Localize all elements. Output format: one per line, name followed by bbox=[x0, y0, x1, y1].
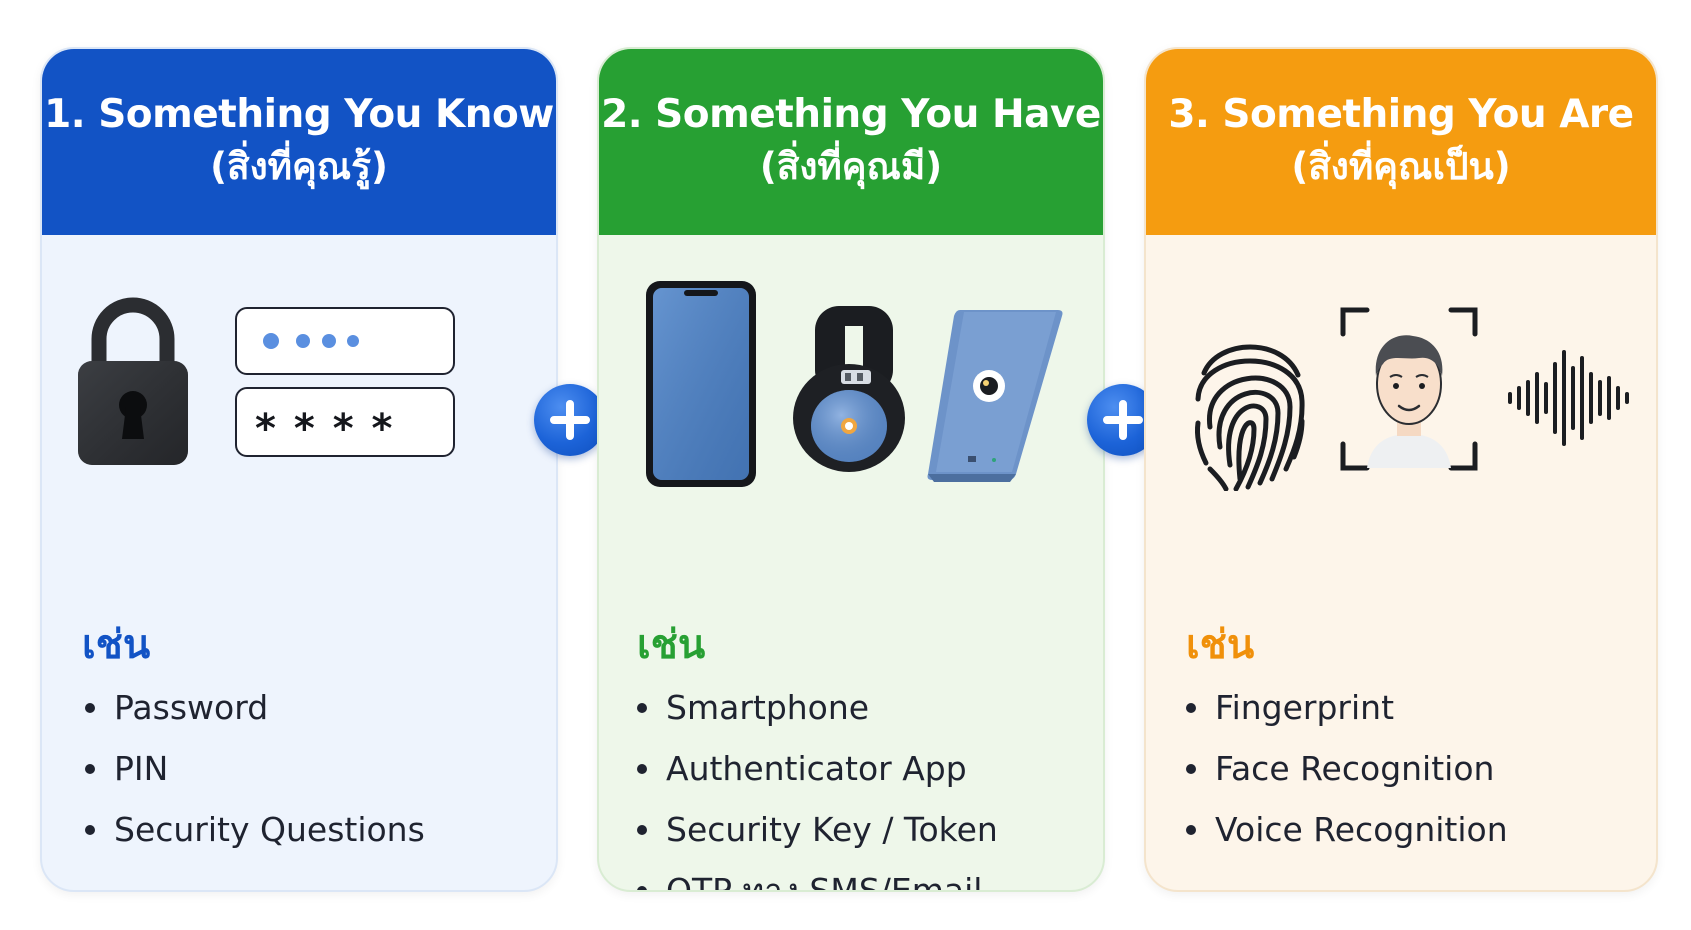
example-text: Authenticator App bbox=[666, 749, 967, 788]
factor-subtitle: (สิ่งที่คุณรู้) bbox=[210, 144, 388, 188]
bullet-icon bbox=[1186, 702, 1196, 713]
list-item: PIN bbox=[85, 738, 425, 799]
icon-area-know: * * * * bbox=[42, 284, 556, 574]
example-list-are: Fingerprint Face Recognition Voice Recog… bbox=[1186, 677, 1508, 860]
list-item: Authenticator App bbox=[637, 738, 998, 799]
example-list-have: Smartphone Authenticator App Security Ke… bbox=[637, 677, 998, 892]
fingerprint-icon bbox=[1195, 344, 1305, 491]
security-key-fob-icon bbox=[793, 306, 905, 472]
icon-area-have bbox=[599, 281, 1103, 574]
example-text: Security Key / Token bbox=[666, 810, 998, 849]
example-text: Smartphone bbox=[666, 688, 870, 727]
bullet-icon bbox=[637, 824, 647, 835]
list-item: Password bbox=[85, 677, 425, 738]
password-dots-icon bbox=[263, 333, 359, 349]
icon-area-are bbox=[1146, 284, 1656, 574]
factor-subtitle: (สิ่งที่คุณเป็น) bbox=[1291, 144, 1511, 188]
bullet-icon bbox=[637, 763, 647, 774]
list-item: Voice Recognition bbox=[1186, 799, 1508, 860]
factor-header-have: 2. Something You Have (สิ่งที่คุณมี) bbox=[599, 49, 1103, 235]
example-text: Password bbox=[114, 688, 269, 727]
smartphone-icon bbox=[646, 281, 756, 487]
padlock-icon bbox=[78, 297, 188, 465]
examples-label: เช่น bbox=[637, 622, 706, 668]
examples-label: เช่น bbox=[1186, 622, 1255, 668]
password-asterisks-field-icon: * * * * bbox=[235, 387, 455, 457]
factor-card-know: 1. Something You Know (สิ่งที่คุณรู้) bbox=[40, 47, 558, 892]
examples-label: เช่น bbox=[82, 622, 151, 668]
password-asterisks-text: * * * * bbox=[255, 406, 395, 452]
example-text: Face Recognition bbox=[1215, 749, 1495, 788]
bullet-icon bbox=[1186, 763, 1196, 774]
list-item: Fingerprint bbox=[1186, 677, 1508, 738]
face-scan-icon bbox=[1340, 307, 1478, 471]
plus-icon bbox=[534, 384, 606, 456]
bullet-icon bbox=[85, 702, 95, 713]
list-item: OTP ทาง SMS/Email bbox=[637, 860, 998, 892]
list-item: Smartphone bbox=[637, 677, 998, 738]
password-dots-field-icon bbox=[235, 307, 455, 375]
example-text: Security Questions bbox=[114, 810, 425, 849]
factor-subtitle: (สิ่งที่คุณมี) bbox=[759, 144, 943, 188]
example-text: PIN bbox=[114, 749, 169, 788]
list-item: Security Key / Token bbox=[637, 799, 998, 860]
example-text: Fingerprint bbox=[1215, 688, 1395, 727]
bullet-icon bbox=[637, 702, 647, 713]
list-item: Face Recognition bbox=[1186, 738, 1508, 799]
example-text: Voice Recognition bbox=[1215, 810, 1508, 849]
factor-card-are: 3. Something You Are (สิ่งที่คุณเป็น) bbox=[1144, 47, 1658, 892]
bullet-icon bbox=[637, 885, 647, 890]
factor-card-have: 2. Something You Have (สิ่งที่คุณมี) bbox=[597, 47, 1105, 892]
factor-title: 1. Something You Know bbox=[44, 91, 554, 137]
bullet-icon bbox=[85, 824, 95, 835]
factor-header-know: 1. Something You Know (สิ่งที่คุณรู้) bbox=[42, 49, 556, 235]
example-text: OTP ทาง SMS/Email bbox=[666, 871, 983, 892]
bullet-icon bbox=[85, 763, 95, 774]
factor-title: 3. Something You Are bbox=[1168, 91, 1634, 137]
factor-title: 2. Something You Have bbox=[601, 91, 1101, 137]
voice-waveform-icon bbox=[1508, 350, 1629, 446]
example-list-know: Password PIN Security Questions bbox=[85, 677, 425, 860]
hardware-token-icon bbox=[927, 310, 1063, 482]
factor-header-are: 3. Something You Are (สิ่งที่คุณเป็น) bbox=[1146, 49, 1656, 235]
bullet-icon bbox=[1186, 824, 1196, 835]
list-item: Security Questions bbox=[85, 799, 425, 860]
